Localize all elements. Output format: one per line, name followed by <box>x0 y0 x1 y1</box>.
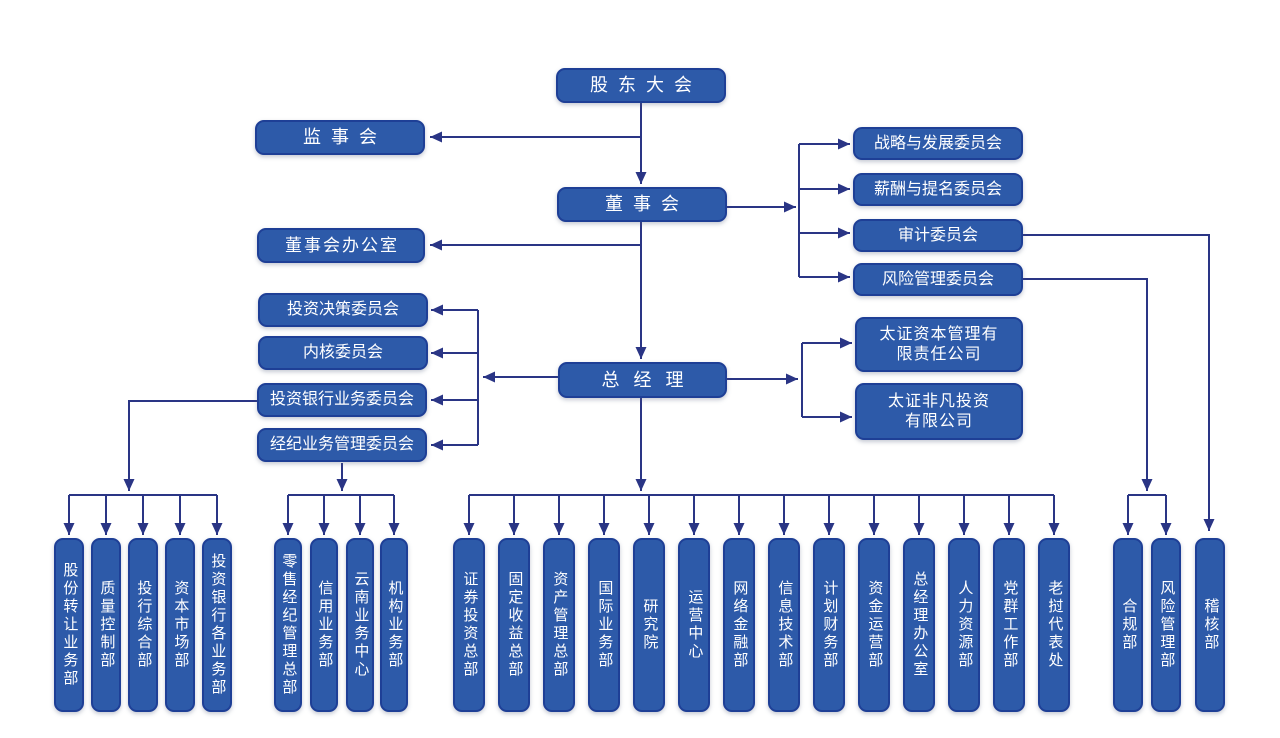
node-dept-internet-finance: 网络金融部 <box>723 538 755 712</box>
node-committee-investment-decision: 投资决策委员会 <box>258 293 428 327</box>
node-subsidiary-capital-management: 太证资本管理有 限责任公司 <box>855 317 1023 372</box>
node-subsidiary-feifan-investment: 太证非凡投资 有限公司 <box>855 383 1023 440</box>
node-dept-research-institute: 研究院 <box>633 538 665 712</box>
node-committee-strategy-development: 战略与发展委员会 <box>853 127 1023 160</box>
node-dept-information-technology: 信息技术部 <box>768 538 800 712</box>
node-dept-audit: 稽核部 <box>1195 538 1225 712</box>
node-general-manager: 总经理 <box>558 362 727 398</box>
node-dept-yunnan-center: 云南业务中心 <box>346 538 374 712</box>
node-dept-gm-office: 总经理办公室 <box>903 538 935 712</box>
node-dept-human-resources: 人力资源部 <box>948 538 980 712</box>
node-dept-fixed-income: 固定收益总部 <box>498 538 530 712</box>
node-dept-securities-investment: 证券投资总部 <box>453 538 485 712</box>
node-supervisory-board: 监事会 <box>255 120 425 155</box>
node-dept-operations-center: 运营中心 <box>678 538 710 712</box>
node-committee-audit: 审计委员会 <box>853 219 1023 252</box>
node-board-of-directors: 董事会 <box>557 187 727 222</box>
node-committee-risk-management: 风险管理委员会 <box>853 263 1023 296</box>
node-dept-risk-management: 风险管理部 <box>1151 538 1181 712</box>
node-dept-planning-finance: 计划财务部 <box>813 538 845 712</box>
node-board-office: 董事会办公室 <box>257 228 425 263</box>
node-shareholders-meeting: 股东大会 <box>556 68 726 103</box>
node-dept-share-transfer: 股份转让业务部 <box>54 538 84 712</box>
node-dept-party-work: 党群工作部 <box>993 538 1025 712</box>
node-dept-ib-business-units: 投资银行各业务部 <box>202 538 232 712</box>
node-dept-quality-control: 质量控制部 <box>91 538 121 712</box>
node-dept-ib-general: 投行综合部 <box>128 538 158 712</box>
node-dept-capital-markets: 资本市场部 <box>165 538 195 712</box>
node-dept-treasury-operations: 资金运营部 <box>858 538 890 712</box>
node-dept-credit-business: 信用业务部 <box>310 538 338 712</box>
node-dept-retail-brokerage: 零售经纪管理总部 <box>274 538 302 712</box>
node-committee-internal-kernel: 内核委员会 <box>258 336 428 370</box>
node-committee-investment-banking: 投资银行业务委员会 <box>257 383 427 417</box>
node-dept-compliance: 合规部 <box>1113 538 1143 712</box>
node-dept-institutional-business: 机构业务部 <box>380 538 408 712</box>
node-dept-laos-representative: 老挝代表处 <box>1038 538 1070 712</box>
node-committee-compensation-nomination: 薪酬与提名委员会 <box>853 173 1023 206</box>
node-dept-asset-management: 资产管理总部 <box>543 538 575 712</box>
node-committee-brokerage-management: 经纪业务管理委员会 <box>257 428 427 462</box>
node-dept-international-business: 国际业务部 <box>588 538 620 712</box>
